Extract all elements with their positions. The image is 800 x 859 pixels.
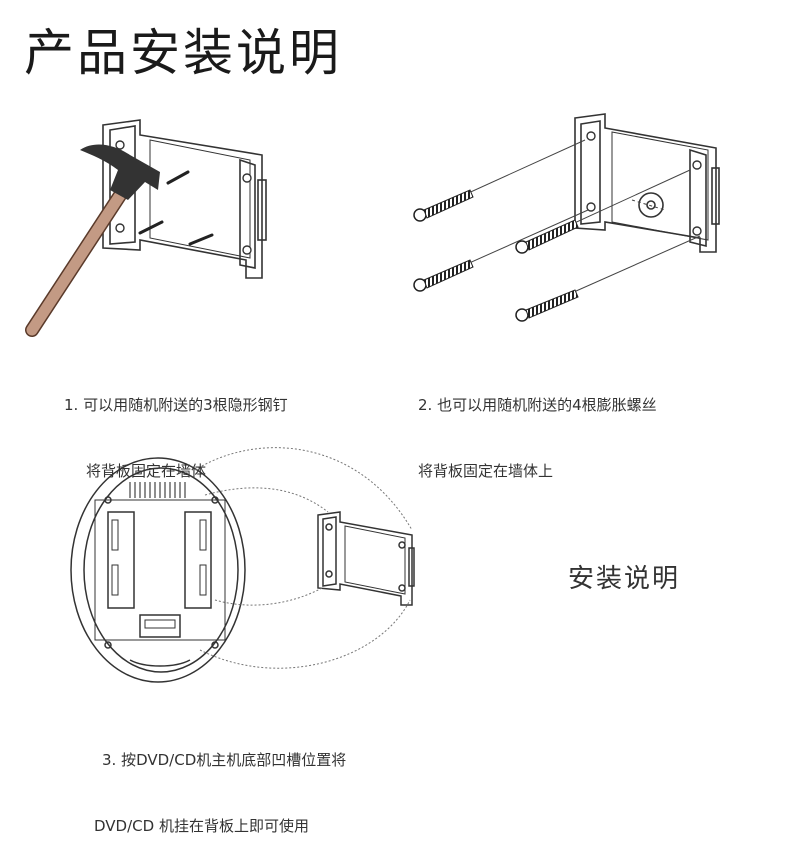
step-2-line-2: 将背板固定在墙体上 [418,462,554,480]
wall-bracket-step3 [317,511,415,606]
dvd-player-back [70,457,246,683]
installation-subtitle: 安装说明 [568,564,681,594]
step-3-line-1: 3. 按DVD/CD机主机底部凹槽位置将 [102,751,347,769]
invisible-nails [138,170,214,246]
step-2-line-1: 2. 也可以用随机附送的4根膨胀螺丝 [418,396,657,414]
expansion-screws [413,189,579,322]
step-1-caption: 1. 可以用随机附送的3根隐形钢钉 将背板固定在墙体 [64,350,288,504]
screw-holes-step2 [586,131,702,236]
mounting-arrows [194,447,413,669]
wall-bracket-step2 [574,113,720,253]
hammer-icon [25,144,160,337]
step-2-caption: 2. 也可以用随机附送的4根膨胀螺丝 将背板固定在墙体上 [418,350,657,504]
installation-diagram [25,113,720,683]
step-1-line-1: 1. 可以用随机附送的3根隐形钢钉 [64,396,288,414]
step-3-line-2: DVD/CD 机挂在背板上即可使用 [94,817,309,835]
step-1-line-2: 将背板固定在墙体 [86,462,207,480]
vent-grille [129,482,186,498]
step-3-caption: 3. 按DVD/CD机主机底部凹槽位置将 DVD/CD 机挂在背板上即可使用 [94,705,347,859]
wall-bracket-step1 [102,119,267,279]
page-title: 产品安装说明 [24,24,342,82]
screw-holes-step1 [115,140,252,255]
